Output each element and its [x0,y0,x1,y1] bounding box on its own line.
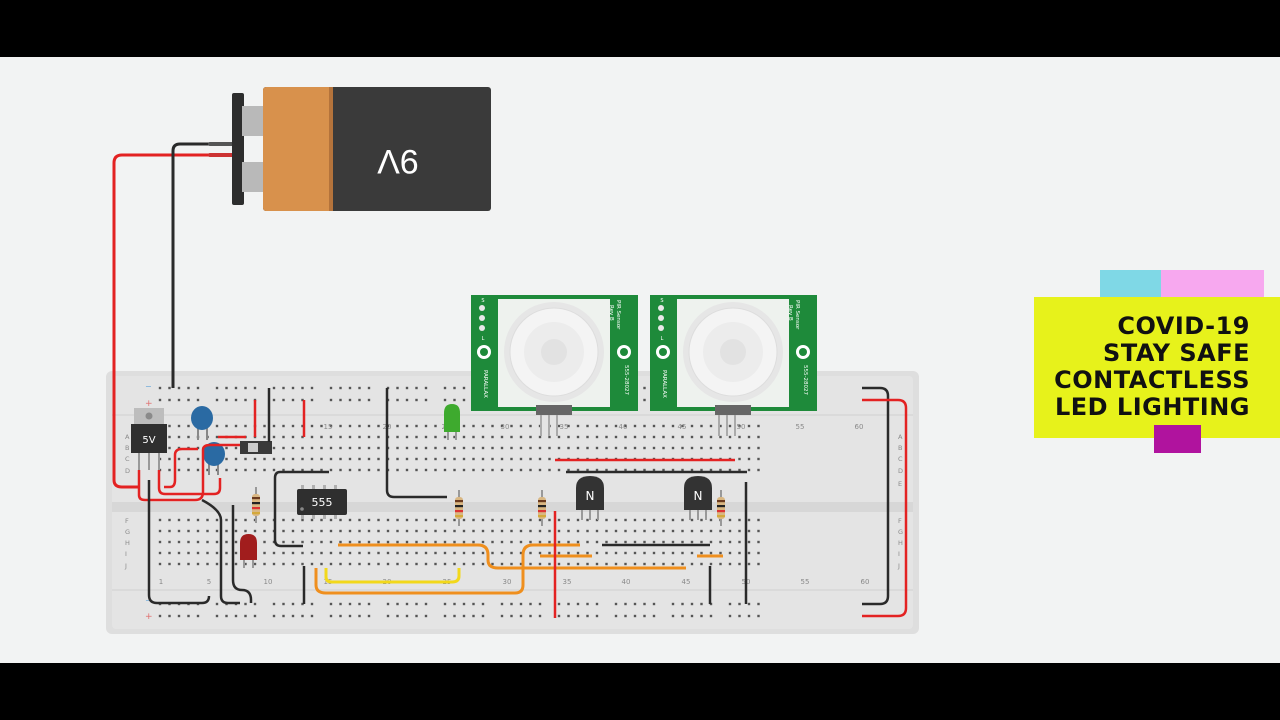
row-letter: B [898,444,902,452]
row-letter: D [125,467,130,475]
resistor[interactable] [717,490,725,526]
pir-1-rev: Rev B [608,305,614,321]
capacitor-1[interactable] [191,406,213,440]
resistor[interactable] [455,490,463,526]
resistor[interactable] [538,490,546,526]
banner-accent-magenta [1154,425,1201,453]
banner-accent-pink [1161,270,1264,297]
row-letter: H [125,539,130,547]
column-number: 10 [264,578,273,586]
row-letter: I [898,550,900,558]
battery-9v[interactable]: 9V [232,87,491,211]
column-number: 5 [207,578,211,586]
column-number: 60 [861,578,870,586]
column-number: 45 [678,423,687,431]
breadboard-holes [158,386,760,618]
pir-2-pin-l: L [661,336,664,342]
transistor-1[interactable]: N [576,476,604,520]
column-number: 1 [159,578,163,586]
capacitor-2[interactable] [203,442,225,475]
row-letter: A [125,433,130,441]
pir-1-part: 555-28027 [623,365,629,395]
column-number: 30 [501,423,510,431]
column-number: 35 [560,423,569,431]
row-letter: B [125,444,129,452]
green-led[interactable] [444,404,460,440]
pir-2-pin-s: S [660,298,663,304]
rail-minus-label: − [145,382,152,391]
transistor-2-label: N [694,489,703,503]
pir-2-rev: Rev B [787,305,793,321]
row-letter: E [898,480,902,488]
banner-text: COVID-19 STAY SAFE CONTACTLESS LED LIGHT… [1054,313,1250,421]
column-number: 30 [503,578,512,586]
column-number: 60 [855,423,864,431]
regulator-label: 5V [142,435,155,446]
top-letterbox [0,0,1280,57]
banner-accent-cyan [1100,270,1161,297]
banner-line-2: STAY SAFE [1103,339,1250,367]
pir-1-title: PIR Sensor [615,300,621,330]
row-letter: A [898,433,903,441]
resistors[interactable] [252,487,725,526]
title-banner: COVID-19 STAY SAFE CONTACTLESS LED LIGHT… [1034,297,1280,438]
row-letter: F [898,517,902,525]
battery-label: 9V [377,142,419,180]
battery-wires[interactable] [112,142,234,489]
row-letter: G [898,528,903,536]
slide-switch[interactable] [240,441,272,454]
pir-2-part: 555-28027 [802,365,808,395]
row-letter: C [125,455,130,463]
red-led[interactable] [240,534,257,568]
column-number: 40 [622,578,631,586]
row-letter: G [125,528,130,536]
timer-ic-555[interactable]: 555 [297,485,347,519]
rail-minus-label-bottom: − [145,596,152,605]
row-letter: J [897,562,900,570]
pir-2-title: PIR Sensor [794,300,800,330]
column-number: 50 [737,423,746,431]
column-number: 55 [796,423,805,431]
pir-sensor-2[interactable]: S L PIR Sensor Rev B PARALLAX 555-28027 [650,295,817,436]
column-number: 55 [801,578,810,586]
power-wires-left[interactable] [137,388,447,605]
resistor[interactable] [252,487,260,523]
column-number: 35 [563,578,572,586]
row-letter: J [124,562,127,570]
row-letter: F [125,517,129,525]
pir-1-brand: PARALLAX [482,370,488,398]
signal-wires[interactable] [314,386,908,618]
bottom-letterbox [0,663,1280,720]
pir-sensor-1[interactable]: S L PIR Sensor Rev B PARALLAX 555-28027 [471,295,638,436]
pir-1-pin-s: S [481,298,484,304]
row-letter: D [898,467,903,475]
banner-line-3: CONTACTLESS [1054,366,1250,394]
pir-2-brand: PARALLAX [661,370,667,398]
column-number: 40 [619,423,628,431]
column-number: 45 [682,578,691,586]
row-letter: I [125,550,127,558]
transistor-1-label: N [586,489,595,503]
rail-plus-label: + [145,399,153,409]
rail-plus-label-bottom: + [145,612,153,622]
timer-label: 555 [312,496,333,509]
pir-1-pin-l: L [482,336,485,342]
transistor-2[interactable]: N [684,476,712,520]
column-number: 15 [324,423,333,431]
row-letter: C [898,455,903,463]
banner-line-4: LED LIGHTING [1054,393,1250,421]
banner-line-1: COVID-19 [1117,312,1250,340]
voltage-regulator[interactable]: 5V [131,408,167,470]
breadboard[interactable]: − + − + 15202530354045505560 15101520253… [106,371,919,634]
row-letter: H [898,539,903,547]
